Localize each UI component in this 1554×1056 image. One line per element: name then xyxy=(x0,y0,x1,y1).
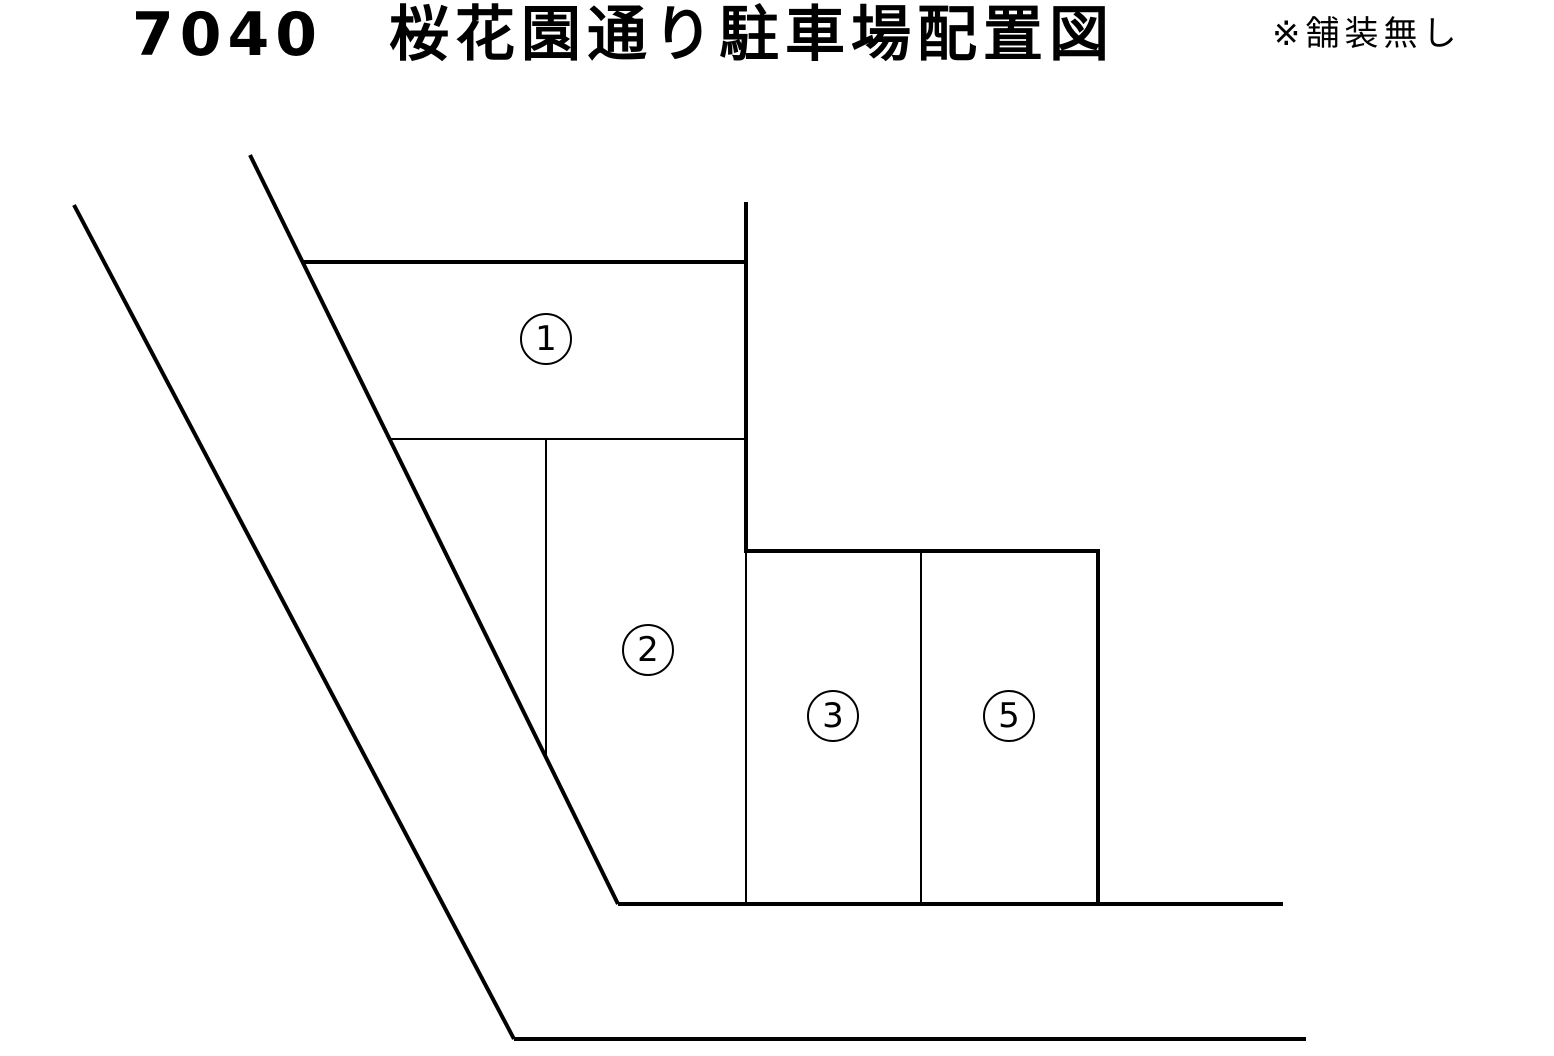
lot-2-label: 2 xyxy=(622,624,674,676)
lot-diagonal-boundary xyxy=(248,154,620,905)
lot-3-label: 3 xyxy=(807,690,859,742)
no-paving-note: ※舗装無し xyxy=(1272,14,1462,54)
page-title: 7040 桜花園通り駐車場配置図 xyxy=(132,0,1115,70)
lot-1-label: 1 xyxy=(520,313,572,365)
lot-5-label: 5 xyxy=(983,690,1035,742)
road-outer-edge xyxy=(72,204,516,1040)
